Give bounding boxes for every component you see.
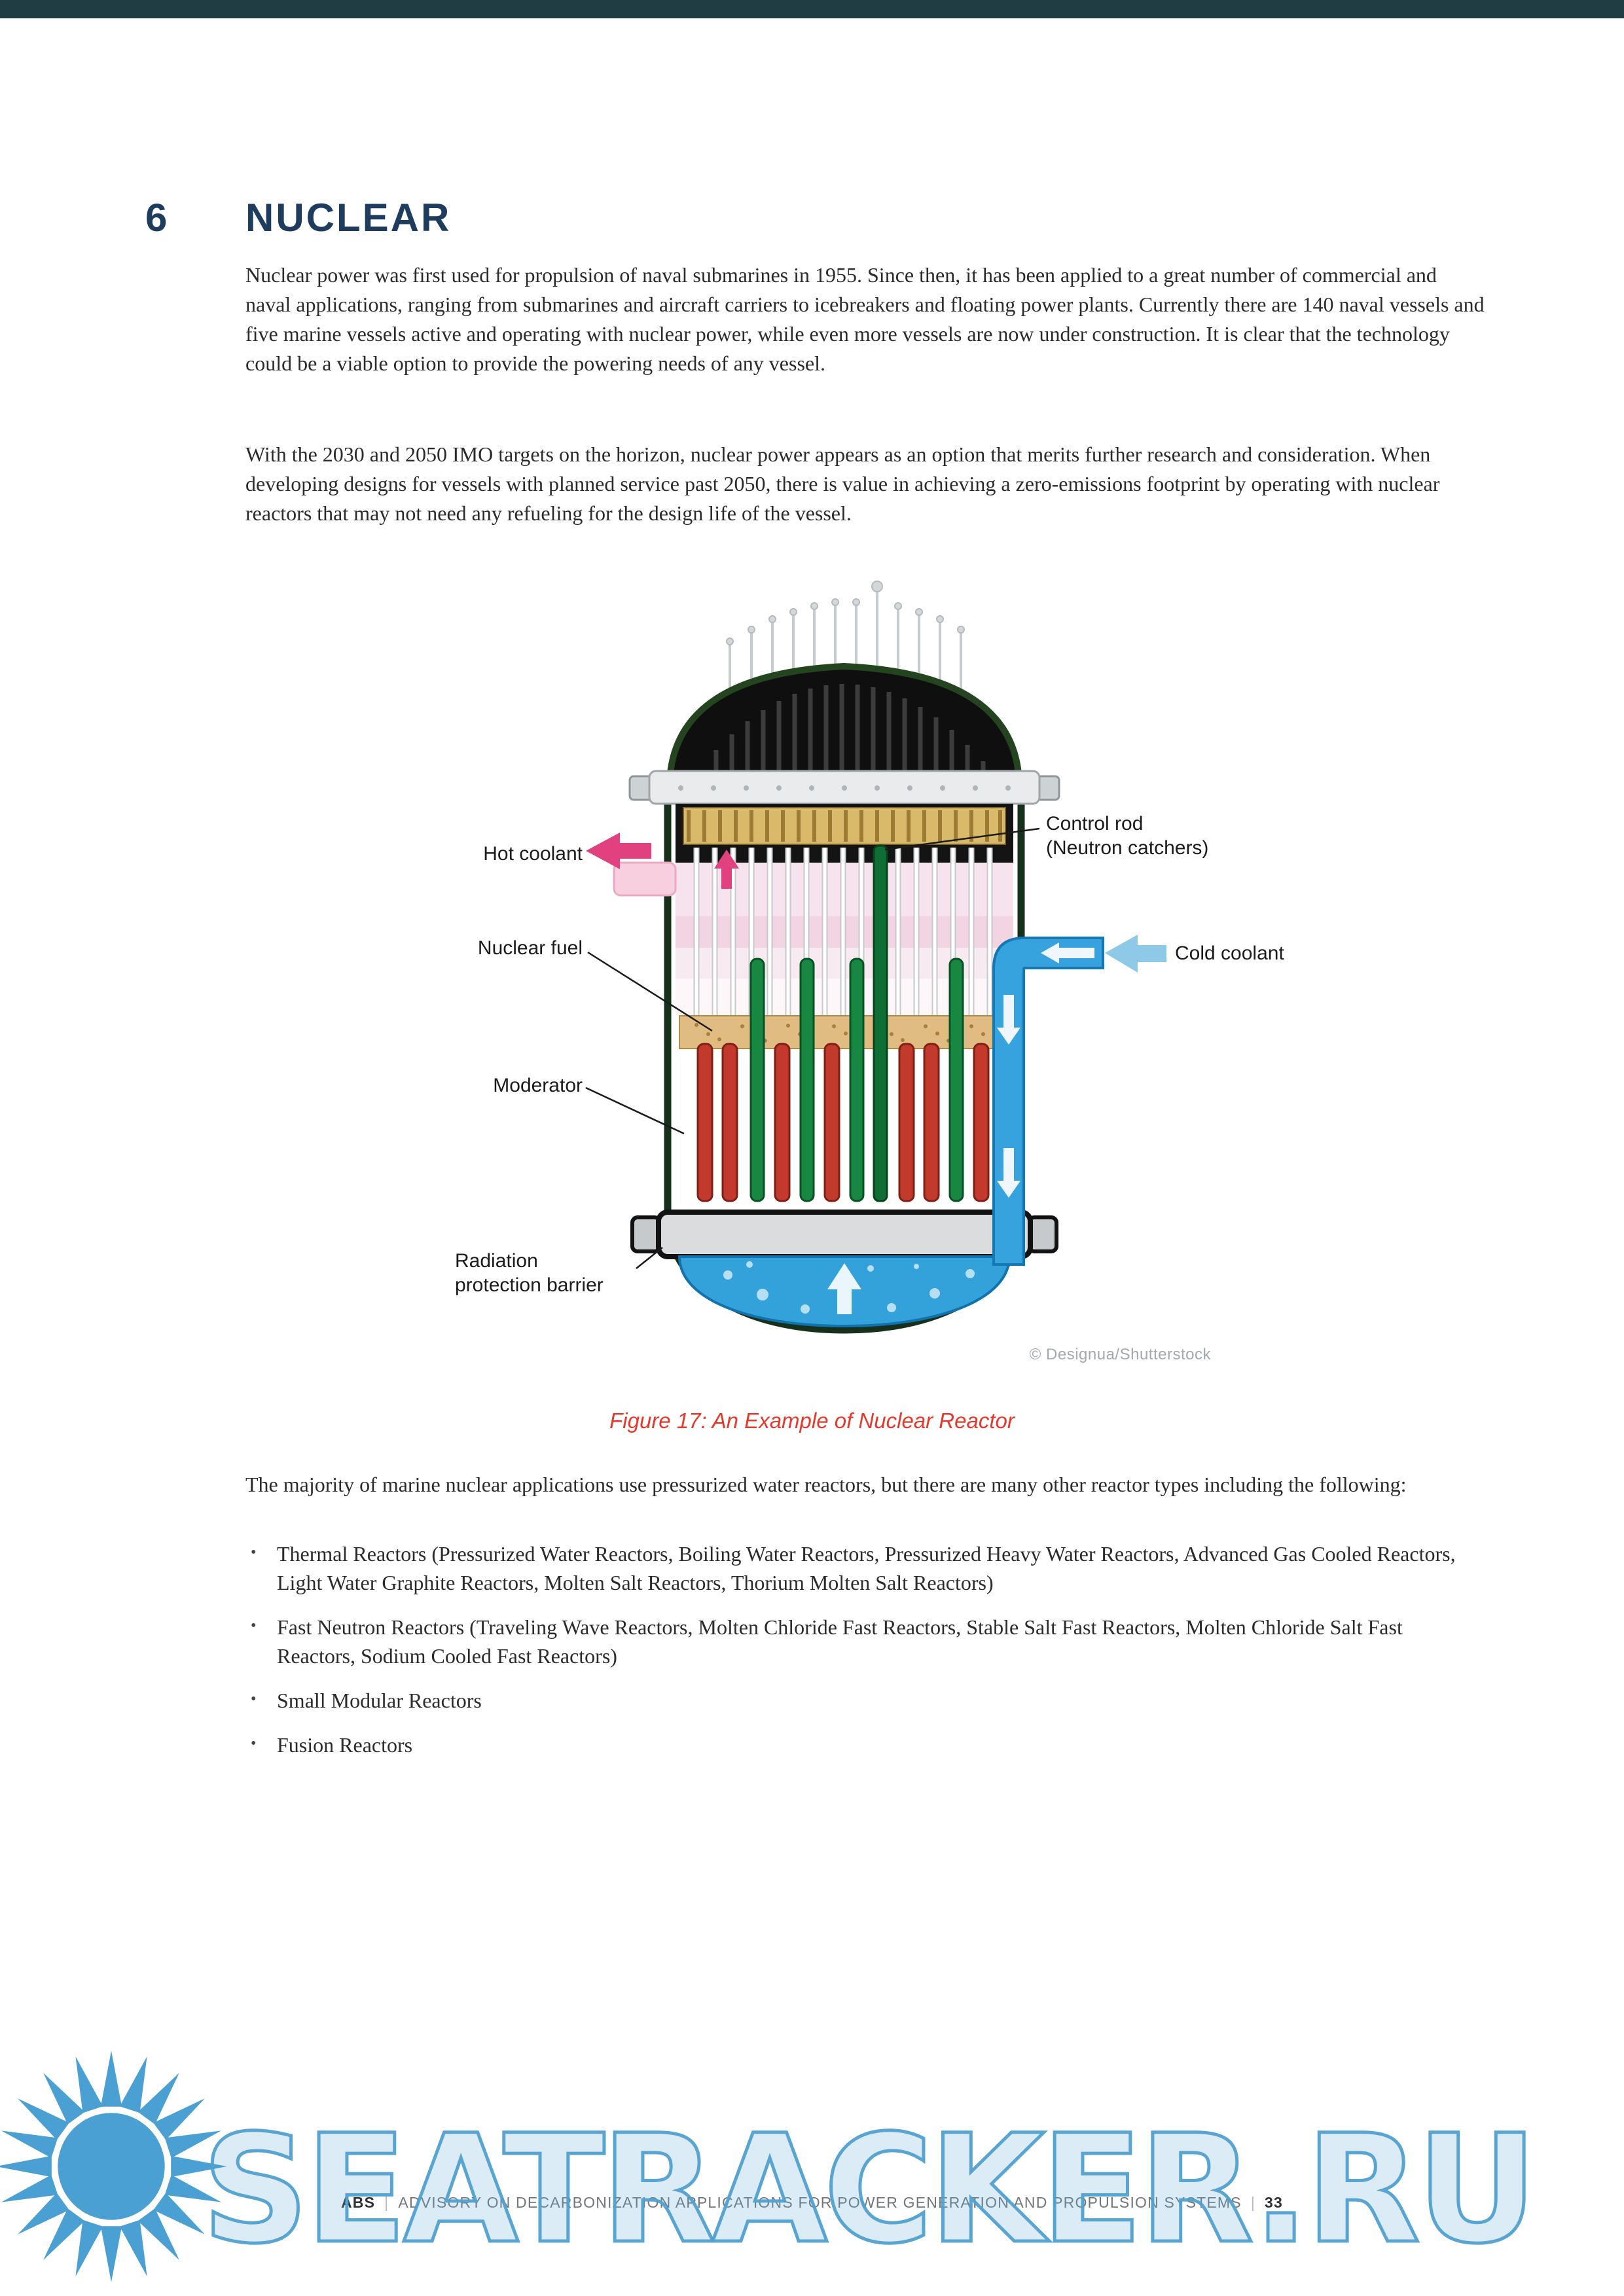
footer-title: ADVISORY ON DECARBONIZATION APPLICATIONS… bbox=[398, 2194, 1242, 2211]
cold-coolant-pipe bbox=[992, 937, 1104, 1266]
footer-page-number: 33 bbox=[1265, 2194, 1284, 2211]
reactor-dome bbox=[666, 662, 1023, 785]
reactor-types-list: Thermal Reactors (Pressurized Water Reac… bbox=[245, 1538, 1486, 1775]
hot-up-arrow-icon bbox=[714, 850, 739, 889]
label-control-rod-line1: Control rod bbox=[1046, 813, 1144, 834]
pipe-down-arrows-icon bbox=[997, 995, 1020, 1198]
label-nuclear-fuel: Nuclear fuel bbox=[477, 937, 583, 959]
list-item: Small Modular Reactors bbox=[245, 1685, 1486, 1715]
sun-logo-icon bbox=[0, 2051, 227, 2282]
control-rods-icon bbox=[749, 958, 964, 1202]
figure-caption: Figure 17: An Example of Nuclear Reactor bbox=[609, 1408, 1015, 1433]
pool-up-arrow-icon bbox=[827, 1263, 861, 1314]
reactor-illustration bbox=[585, 581, 1166, 1334]
reactor-figure: Hot coolant Control rod (Neutron catcher… bbox=[419, 576, 1309, 1381]
paragraph-imo-targets: With the 2030 and 2050 IMO targets on th… bbox=[245, 442, 1440, 525]
label-hot-coolant: Hot coolant bbox=[483, 843, 583, 865]
hot-coolant-arrow-icon bbox=[586, 833, 651, 869]
label-radiation-line1: Radiation bbox=[455, 1250, 538, 1272]
cold-coolant-arrow-icon bbox=[1105, 935, 1166, 973]
footer-brand: ABS bbox=[340, 2194, 376, 2211]
list-item: Fusion Reactors bbox=[245, 1729, 1486, 1759]
footer-separator: | bbox=[384, 2194, 389, 2211]
paragraph-intro: Nuclear power was first used for propuls… bbox=[245, 263, 1485, 375]
label-control-rod-line2: (Neutron catchers) bbox=[1046, 837, 1209, 859]
pin-tips-icon bbox=[726, 581, 965, 645]
base-band bbox=[656, 1210, 1033, 1259]
list-item: Fast Neutron Reactors (Traveling Wave Re… bbox=[245, 1611, 1486, 1670]
fuel-band-stripes-icon bbox=[687, 810, 1002, 842]
dome-fins-icon bbox=[713, 684, 986, 772]
page-footer: ABS | ADVISORY ON DECARBONIZATION APPLICAT… bbox=[0, 2194, 1624, 2212]
footer-separator: | bbox=[1250, 2194, 1256, 2211]
pool-bubbles-icon bbox=[723, 1261, 975, 1314]
top-accent-bar bbox=[0, 0, 1624, 18]
section-number: 6 bbox=[145, 196, 168, 240]
figure-credit: © Designua/Shutterstock bbox=[1029, 1346, 1211, 1363]
seatracker-watermark: SEATRACKER.RU bbox=[200, 2101, 1539, 2278]
page-title: NUCLEAR bbox=[245, 196, 452, 240]
pipe-inlet-arrow-icon bbox=[1041, 942, 1094, 963]
label-control-rod: Control rod (Neutron catchers) bbox=[1046, 812, 1208, 860]
hot-coolant-stub bbox=[613, 861, 677, 897]
flange-bolts-icon bbox=[678, 785, 1011, 791]
label-radiation-line2: protection barrier bbox=[455, 1274, 604, 1296]
fuel-rods-icon bbox=[696, 1043, 1013, 1202]
label-radiation-barrier: Radiation protection barrier bbox=[455, 1249, 604, 1297]
control-rod-tall bbox=[873, 844, 888, 1202]
leader-lines bbox=[585, 827, 1040, 1269]
label-cold-coolant: Cold coolant bbox=[1175, 942, 1284, 964]
paragraph-reactor-types: The majority of marine nuclear applicati… bbox=[245, 1473, 1407, 1496]
base-lug-left bbox=[630, 1215, 662, 1253]
list-item: Thermal Reactors (Pressurized Water Reac… bbox=[245, 1538, 1486, 1597]
label-moderator: Moderator bbox=[493, 1075, 583, 1096]
base-lug-right bbox=[1027, 1215, 1058, 1253]
